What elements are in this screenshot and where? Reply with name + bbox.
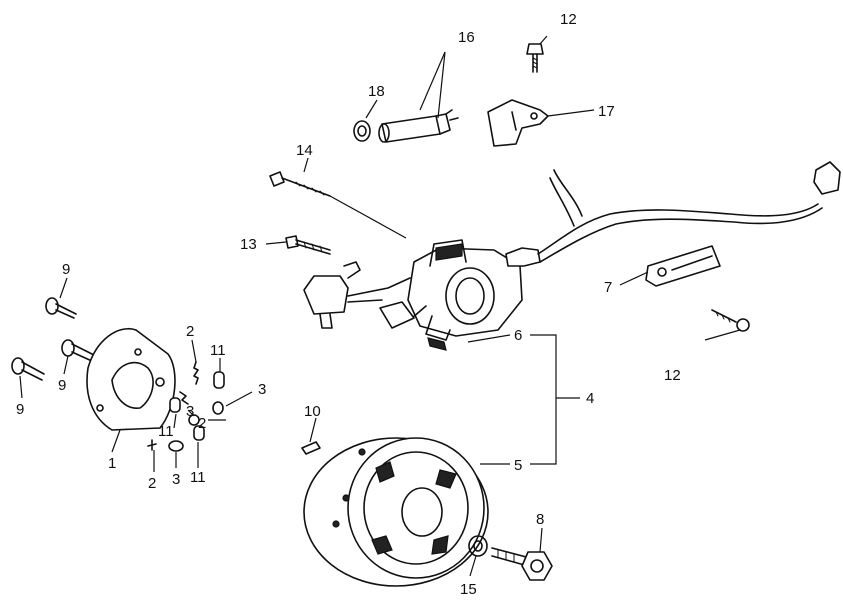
part-2-spring-upper (193, 361, 199, 385)
part-3-ring-lower (168, 440, 184, 452)
callout-1: 1 (108, 455, 116, 472)
part-3-ring-mid (188, 414, 200, 426)
callout-10: 10 (304, 403, 321, 420)
part-5-flywheel (303, 437, 489, 587)
callout-2-lower: 2 (148, 475, 156, 492)
part-12-bolt-right (711, 309, 750, 332)
part-7-bracket (645, 245, 721, 287)
callout-3-mid: 3 (186, 403, 194, 420)
callout-9-middle: 9 (58, 377, 66, 394)
part-16-plug-rod (378, 109, 459, 143)
part-10-key (301, 441, 321, 455)
callout-9-upper: 9 (62, 261, 70, 278)
callout-9-lower: 9 (16, 401, 24, 418)
part-3-ring-right (212, 401, 224, 415)
callout-labels: 16 12 18 17 14 13 9 7 6 2 11 12 9 3 4 3 … (16, 11, 681, 598)
part-14-long-bolt (269, 171, 331, 197)
part-1-plate (86, 328, 176, 431)
part-18-washer (353, 120, 371, 142)
part-2-spring-lower (147, 439, 157, 451)
callout-2-upper: 2 (186, 323, 194, 340)
callout-11-mid: 11 (158, 423, 174, 440)
wire-harness (537, 161, 841, 263)
part-6-stator (303, 239, 541, 351)
callout-7: 7 (604, 279, 612, 296)
part-11-pin-mid (169, 397, 181, 413)
part-8-nut (491, 547, 553, 581)
part-12-bolt-top (526, 43, 544, 73)
callout-5: 5 (514, 457, 522, 474)
callout-12-right: 12 (664, 367, 681, 384)
callout-6: 6 (514, 327, 522, 344)
callout-11-upper: 11 (210, 342, 226, 359)
part-15-washer (468, 535, 488, 557)
callout-3-right: 3 (258, 381, 266, 398)
callout-18: 18 (368, 83, 385, 100)
callout-16: 16 (458, 29, 475, 46)
callout-8: 8 (536, 511, 544, 528)
part-13-bolt (285, 235, 331, 255)
part-9-bolt-lower (11, 357, 45, 381)
callout-12-top: 12 (560, 11, 577, 28)
callout-11-lower: 11 (190, 469, 206, 486)
callout-2-mid: 2 (198, 415, 206, 432)
part-9-bolt-upper (45, 297, 77, 319)
callout-3-lower: 3 (172, 471, 180, 488)
leader-lines (19, 35, 741, 577)
callout-4: 4 (586, 390, 594, 407)
part-11-pin-upper (213, 371, 225, 389)
part-17-bracket (487, 99, 549, 147)
callout-17: 17 (598, 103, 615, 120)
callout-15: 15 (460, 581, 477, 598)
part-2-spring-mid (179, 391, 189, 405)
part-11-pin-lower (193, 425, 205, 441)
callout-13: 13 (240, 236, 257, 253)
callout-14: 14 (296, 142, 313, 159)
